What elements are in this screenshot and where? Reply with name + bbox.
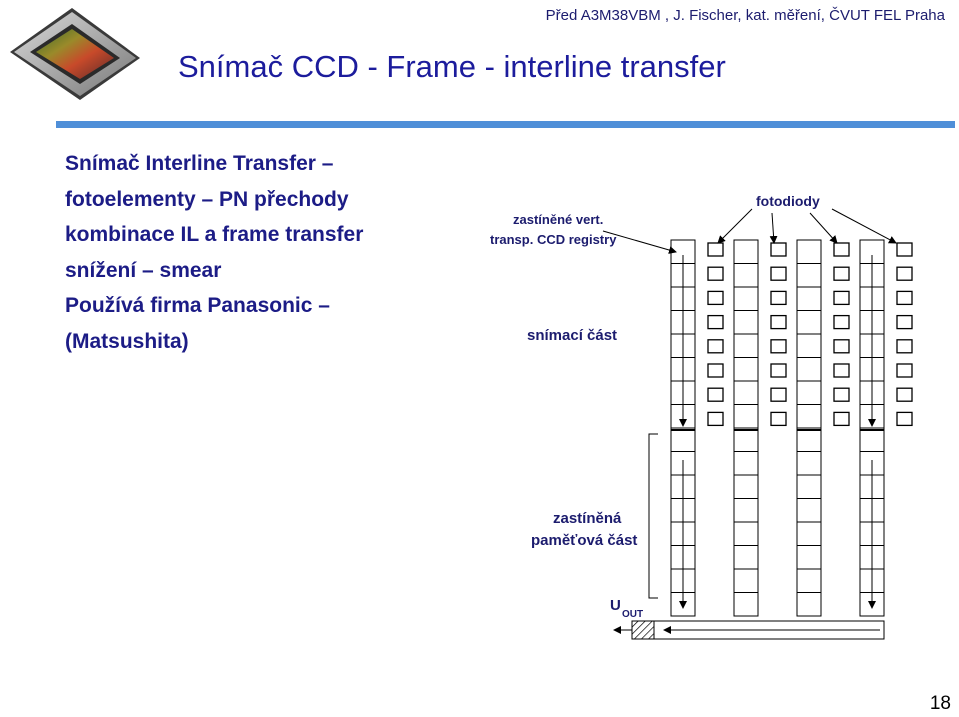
bullet-text: fotoelementy – PN přechody bbox=[65, 187, 349, 211]
photodiode-cell bbox=[896, 411, 913, 427]
photodiode-cell bbox=[770, 242, 787, 257]
photodiode-cell bbox=[707, 290, 724, 306]
photodiode-cell bbox=[896, 363, 913, 378]
vertical-registers bbox=[670, 239, 885, 617]
slide-title: Snímač CCD - Frame - interline transfer bbox=[178, 49, 726, 84]
photodiode-cell bbox=[707, 339, 724, 354]
photodiode-cell bbox=[707, 314, 724, 330]
chip-photo bbox=[10, 8, 140, 100]
photodiode-cell bbox=[833, 411, 850, 427]
bullet-item: snížení – smear bbox=[65, 257, 363, 293]
photodiode-cell bbox=[896, 242, 913, 257]
bullet-item: Používá firma Panasonic – bbox=[65, 292, 363, 328]
photodiode-cell bbox=[707, 411, 724, 427]
vertical-register-column bbox=[796, 239, 822, 617]
pointer-diode-4 bbox=[831, 208, 897, 244]
title-divider bbox=[56, 121, 955, 128]
label-memory: zastíněná bbox=[553, 510, 622, 527]
bullet-item: fotoelementy – PN přechody bbox=[65, 186, 363, 222]
label-output-subscript: OUT bbox=[622, 609, 643, 620]
bullet-item: kombinace IL a frame transfer bbox=[65, 221, 363, 257]
vertical-register-column bbox=[670, 239, 696, 617]
photodiode-cell bbox=[896, 290, 913, 306]
vertical-register-column bbox=[859, 239, 885, 617]
pointer-diode-1 bbox=[717, 208, 753, 244]
bullet-text: Používá firma Panasonic – bbox=[65, 294, 330, 317]
pointer-diode-3 bbox=[809, 212, 838, 244]
photodiode-cell bbox=[707, 363, 724, 378]
photodiode-cell bbox=[770, 363, 787, 378]
photodiode-cell bbox=[896, 387, 913, 402]
bullet-list: Snímač Interline Transfer – fotoelementy… bbox=[65, 150, 363, 363]
photodiode-cell bbox=[833, 339, 850, 354]
photodiode-cell bbox=[896, 314, 913, 330]
bullet-text: snížení – smear bbox=[65, 258, 222, 282]
photodiode-cell bbox=[770, 314, 787, 330]
memory-bracket bbox=[648, 433, 658, 599]
pointer-diode-2 bbox=[769, 212, 778, 244]
vertical-register-column bbox=[733, 239, 759, 617]
course-header: Před A3M38VBM , J. Fischer, kat. měření,… bbox=[545, 7, 945, 24]
label-photodiodes: fotodiody bbox=[756, 193, 820, 209]
photodiode-cell bbox=[833, 242, 850, 257]
bullet-item: (Matsushita) bbox=[65, 328, 363, 364]
photodiode-cell bbox=[770, 411, 787, 427]
label-shielded-registers: zastíněné vert. bbox=[513, 212, 603, 227]
page-number: 18 bbox=[929, 693, 951, 714]
photodiode-cell bbox=[833, 290, 850, 306]
photodiode-cell bbox=[707, 242, 724, 257]
photodiode-cell bbox=[770, 387, 787, 402]
photodiode-cell bbox=[770, 290, 787, 306]
label-shielded-registers-2: transp. CCD registry bbox=[490, 232, 617, 247]
photodiode-cell bbox=[770, 266, 787, 281]
photodiode-cell bbox=[833, 363, 850, 378]
label-sensing-part: snímací část bbox=[527, 327, 617, 344]
label-memory-2: paměťová část bbox=[531, 532, 637, 549]
photodiode-cell bbox=[707, 387, 724, 402]
bullet-item: Snímač Interline Transfer – bbox=[65, 152, 334, 175]
photodiode-cell bbox=[707, 266, 724, 281]
photodiode-cell bbox=[833, 387, 850, 402]
label-output: U bbox=[610, 597, 621, 614]
photodiode-cell bbox=[770, 339, 787, 354]
bullet-text: (Matsushita) bbox=[65, 329, 189, 353]
photodiode-cell bbox=[896, 266, 913, 281]
bullet-text: kombinace IL a frame transfer bbox=[65, 223, 364, 246]
pointer-registers bbox=[602, 230, 677, 254]
photodiode-cell bbox=[833, 314, 850, 330]
photodiode-array bbox=[707, 242, 913, 427]
output-stage bbox=[631, 620, 655, 640]
photodiode-cell bbox=[896, 339, 913, 354]
photodiode-cell bbox=[833, 266, 850, 281]
